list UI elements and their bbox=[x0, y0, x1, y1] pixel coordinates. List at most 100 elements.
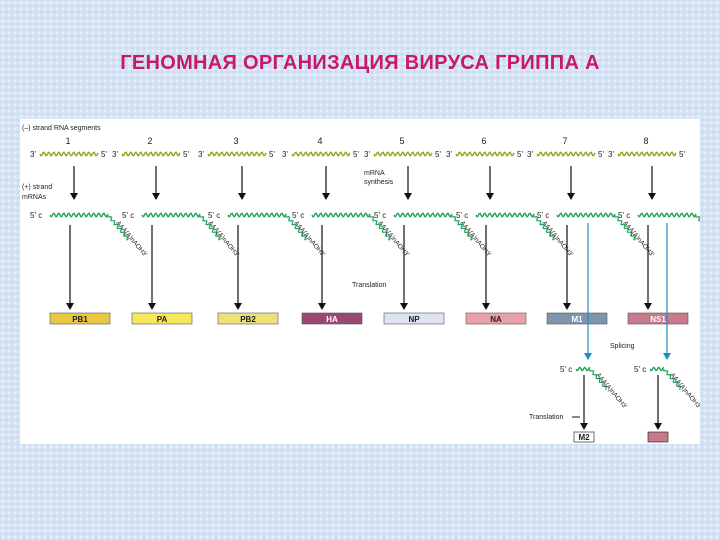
polya-tail-label: AAA(A)nAOH3' bbox=[621, 220, 655, 258]
segment-number-3: 3 bbox=[233, 136, 238, 146]
protein-label-m1: M1 bbox=[571, 315, 583, 324]
spliced-mrna-8 bbox=[649, 366, 665, 372]
mrna-synthesis-label-line2: synthesis bbox=[364, 179, 394, 186]
five-prime-cap-label: 5' c bbox=[456, 211, 468, 220]
five-prime-cap-label: 5' c bbox=[634, 365, 646, 374]
neg-strand-rna-1 bbox=[39, 151, 99, 157]
pos-strand-mrna-5 bbox=[393, 212, 453, 218]
protein-label-pa: PA bbox=[157, 315, 168, 324]
three-prime-end-label: 3' bbox=[446, 150, 452, 159]
segment-number-8: 8 bbox=[643, 136, 648, 146]
genome-diagram: (–) strand RNA segments (+) strand mRNAs… bbox=[22, 125, 700, 443]
pos-strand-mrna-1 bbox=[49, 212, 109, 218]
neg-strand-rna-3 bbox=[207, 151, 267, 157]
three-prime-end-label: 3' bbox=[30, 150, 36, 159]
protein-box-ns1 bbox=[627, 312, 689, 325]
diagram-panel: (–) strand RNA segments (+) strand mRNAs… bbox=[20, 119, 700, 444]
three-prime-end-label: 3' bbox=[527, 150, 533, 159]
neg-strand-rna-5 bbox=[373, 151, 433, 157]
mrna-tail-wave-4 bbox=[368, 214, 391, 241]
pos-strand-mrna-8 bbox=[637, 212, 697, 218]
segment-number-7: 7 bbox=[562, 136, 567, 146]
splicing-label: Splicing bbox=[610, 343, 635, 350]
protein-box-pb1 bbox=[49, 312, 111, 325]
segment-number-5: 5 bbox=[399, 136, 404, 146]
pos-strand-mrna-6 bbox=[475, 212, 535, 218]
three-prime-end-label: 3' bbox=[282, 150, 288, 159]
spliced-mrna-7 bbox=[575, 366, 591, 372]
five-prime-cap-label: 5' c bbox=[292, 211, 304, 220]
three-prime-end-label: 3' bbox=[364, 150, 370, 159]
protein-box-m1 bbox=[546, 312, 608, 325]
translation-label: Translation bbox=[352, 282, 386, 289]
protein-box-pa bbox=[131, 312, 193, 325]
mrna-tail-wave-7 bbox=[613, 214, 636, 241]
neg-strand-rna-2 bbox=[121, 151, 181, 157]
mrna-tail-wave-1 bbox=[106, 214, 129, 241]
spliced-mrna-tail-8 bbox=[662, 368, 682, 390]
protein-label-na: NA bbox=[490, 315, 502, 324]
pos-strand-mrna-4 bbox=[311, 212, 371, 218]
mrna-tail-wave-5 bbox=[450, 214, 473, 241]
segment-number-1: 1 bbox=[65, 136, 70, 146]
neg-strand-label: (–) strand RNA segments bbox=[22, 125, 101, 132]
five-prime-cap-label: 5' c bbox=[30, 211, 42, 220]
protein-box-pb2 bbox=[217, 312, 279, 325]
five-prime-cap-label: 5' c bbox=[560, 365, 572, 374]
five-prime-end-label: 5' bbox=[101, 150, 107, 159]
five-prime-cap-label: 5' c bbox=[122, 211, 134, 220]
translation2-label: Translation bbox=[529, 414, 563, 421]
polya-tail-label: AAA(A)nAOH3' bbox=[376, 220, 410, 258]
five-prime-end-label: 5' bbox=[435, 150, 441, 159]
polya-tail-label: AAA(A)nAOH3' bbox=[114, 220, 148, 258]
three-prime-end-label: 3' bbox=[112, 150, 118, 159]
pos-strand-mrna-3 bbox=[227, 212, 287, 218]
slide-title: ГЕНОМНАЯ ОРГАНИЗАЦИЯ ВИРУСА ГРИППА А bbox=[120, 52, 600, 74]
neg-strand-rna-4 bbox=[291, 151, 351, 157]
protein-label-pb1: PB1 bbox=[72, 315, 88, 324]
five-prime-end-label: 5' bbox=[517, 150, 523, 159]
polya-tail-label: AAA(A)nAOH3' bbox=[292, 220, 326, 258]
five-prime-end-label: 5' bbox=[183, 150, 189, 159]
five-prime-cap-label: 5' c bbox=[537, 211, 549, 220]
protein-box-na bbox=[465, 312, 527, 325]
mrna-tail-wave-6 bbox=[532, 214, 555, 241]
neg-strand-rna-8 bbox=[617, 151, 677, 157]
protein-box-np bbox=[383, 312, 445, 325]
pos-strand-mrna-2 bbox=[141, 212, 201, 218]
pos-strand-mrna-7 bbox=[556, 212, 616, 218]
mrna-tail-wave-3 bbox=[284, 214, 307, 241]
polya-tail-label: AAA(A)nAOH3' bbox=[458, 220, 492, 258]
mrna-tail-wave-8 bbox=[694, 214, 700, 222]
polya-tail-label: AAA(A)nAOH3' bbox=[540, 220, 574, 258]
five-prime-cap-label: 5' c bbox=[374, 211, 386, 220]
three-prime-end-label: 3' bbox=[608, 150, 614, 159]
pos-strand-label-line1: (+) strand bbox=[22, 184, 52, 191]
protein-box-ha bbox=[301, 312, 363, 325]
five-prime-cap-label: 5' c bbox=[208, 211, 220, 220]
three-prime-end-label: 3' bbox=[198, 150, 204, 159]
protein-label-ns1: NS1 bbox=[650, 315, 666, 324]
spliced-protein-box-7 bbox=[573, 431, 595, 443]
spliced-mrna-tail-7 bbox=[588, 368, 608, 390]
five-prime-end-label: 5' bbox=[269, 150, 275, 159]
five-prime-end-label: 5' bbox=[598, 150, 604, 159]
neg-strand-rna-6 bbox=[455, 151, 515, 157]
polya-tail-label: AAA(A)nAOH3' bbox=[594, 372, 628, 410]
segment-number-2: 2 bbox=[147, 136, 152, 146]
five-prime-cap-label: 5' c bbox=[618, 211, 630, 220]
neg-strand-rna-7 bbox=[536, 151, 596, 157]
segment-number-6: 6 bbox=[481, 136, 486, 146]
spliced-protein-box-8 bbox=[647, 431, 669, 443]
protein-label-ha: HA bbox=[326, 315, 338, 324]
mrna-synthesis-label-line1: mRNA bbox=[364, 170, 385, 177]
spliced-protein-label-7: M2 bbox=[578, 433, 590, 442]
five-prime-end-label: 5' bbox=[353, 150, 359, 159]
polya-tail-label: AAA(A)nAOH3' bbox=[206, 220, 240, 258]
polya-tail-label: AAA(A)nAOH3' bbox=[668, 372, 700, 410]
five-prime-end-label: 5' bbox=[679, 150, 685, 159]
segment-number-4: 4 bbox=[317, 136, 322, 146]
pos-strand-label-line2: mRNAs bbox=[22, 194, 47, 201]
protein-label-np: NP bbox=[408, 315, 420, 324]
mrna-tail-wave-2 bbox=[198, 214, 221, 241]
